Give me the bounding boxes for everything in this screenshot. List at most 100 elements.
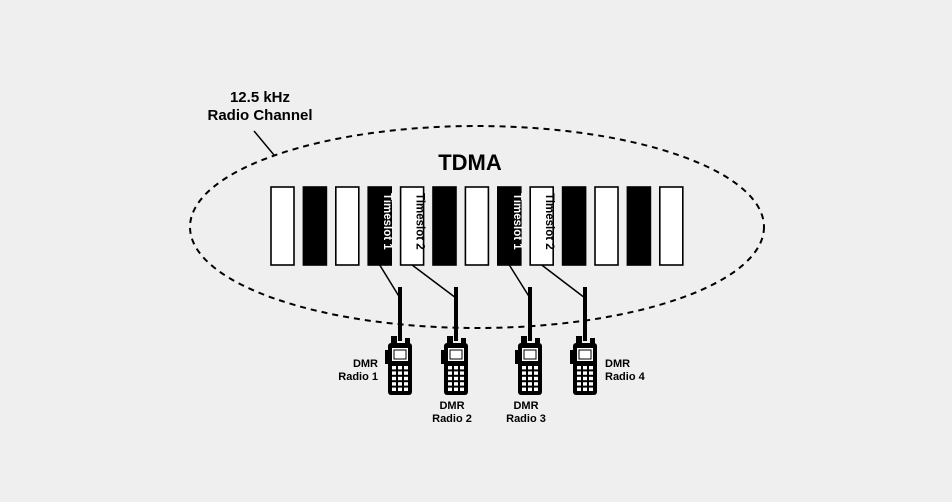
keypad-key: [577, 382, 581, 386]
keypad-key: [404, 376, 408, 381]
slot-link-1: [379, 264, 401, 299]
keypad-key: [589, 366, 593, 370]
keypad-key: [454, 376, 458, 381]
radio-channel-ellipse: [189, 125, 765, 329]
timeslot-3: [334, 186, 360, 266]
keypad-key: [522, 376, 526, 381]
keypad-key: [392, 387, 396, 391]
timeslot-label: Timeslot 2: [543, 193, 555, 250]
timeslot-links: [379, 264, 586, 299]
timeslot-10: [561, 186, 587, 266]
radio-label-line1: DMR: [439, 400, 464, 412]
keypad-key: [577, 387, 581, 391]
timeslot-frame: Timeslot 1 Timeslot 2 Timeslot 1 Timeslot 2: [270, 186, 684, 266]
timeslot-11: [594, 186, 619, 266]
antenna: [398, 287, 402, 341]
ptt-button: [570, 350, 573, 364]
radio-screen-frame: [523, 349, 537, 360]
dmr-radio-4: [570, 287, 597, 395]
keypad-key: [534, 371, 538, 375]
antenna: [454, 287, 458, 341]
radio-screen: [392, 348, 408, 361]
keypad-key: [448, 376, 452, 381]
timeslot-label: Timeslot 2: [414, 193, 426, 250]
keypad-key: [404, 382, 408, 386]
channel-label-line1: 12.5 kHz: [230, 89, 290, 106]
keypad-key: [577, 371, 581, 375]
channel-label-pointer: [253, 130, 275, 156]
timeslot-6: [432, 186, 457, 266]
knob: [391, 336, 397, 344]
radio-label-line1: DMR: [513, 400, 538, 412]
timeslot-1: [270, 186, 295, 266]
radio-label-line2: Radio 4: [605, 371, 646, 383]
channel-label-line2: Radio Channel: [207, 107, 312, 124]
ptt-button: [385, 350, 388, 364]
keypad-key: [534, 387, 538, 391]
radio-screen: [448, 348, 464, 361]
keypad-key: [448, 382, 452, 386]
keypad-key: [448, 371, 452, 375]
radio-label-line1: DMR: [353, 358, 378, 370]
dmr-radio-1: [385, 287, 412, 395]
knob: [405, 338, 410, 344]
keypad-key: [460, 382, 464, 386]
keypad-key: [448, 387, 452, 391]
timeslot-label: Timeslot 1: [511, 193, 523, 250]
keypad-key: [454, 382, 458, 386]
timeslot-13: [658, 186, 684, 266]
keypad-key: [528, 387, 532, 391]
keypad-key: [392, 366, 396, 370]
keypad-key: [460, 371, 464, 375]
keypad-key: [398, 376, 402, 381]
keypad-key: [398, 387, 402, 391]
timeslot-label: Timeslot 1: [381, 193, 393, 250]
keypad-key: [398, 382, 402, 386]
keypad-key: [448, 366, 452, 370]
keypad-key: [577, 366, 581, 370]
keypad-key: [404, 366, 408, 370]
slot-link-2: [411, 264, 457, 299]
knob: [521, 336, 527, 344]
keypad-key: [398, 366, 402, 370]
keypad-key: [454, 371, 458, 375]
knob: [447, 336, 453, 344]
keypad-key: [589, 376, 593, 381]
radio-label-line1: DMR: [605, 358, 630, 370]
knob: [461, 338, 466, 344]
keypad-key: [583, 371, 587, 375]
slot-link-3: [508, 264, 531, 299]
diagram-title: TDMA: [438, 150, 502, 175]
keypad-key: [454, 366, 458, 370]
keypad-key: [577, 376, 581, 381]
slot-link-4: [541, 264, 586, 299]
ptt-button: [515, 350, 518, 364]
keypad-key: [460, 376, 464, 381]
ptt-button: [441, 350, 444, 364]
keypad-key: [522, 387, 526, 391]
keypad-key: [522, 371, 526, 375]
dmr-radio-3: [515, 287, 542, 395]
keypad-key: [392, 371, 396, 375]
keypad-key: [534, 366, 538, 370]
keypad-key: [460, 387, 464, 391]
knob: [535, 338, 540, 344]
antenna: [583, 287, 587, 341]
keypad-key: [528, 366, 532, 370]
keypad-key: [589, 371, 593, 375]
keypad-key: [392, 382, 396, 386]
timeslot-2: [302, 186, 328, 266]
keypad-key: [583, 366, 587, 370]
keypad-key: [589, 382, 593, 386]
radio-screen-frame: [449, 349, 463, 360]
keypad-key: [454, 387, 458, 391]
knob: [576, 336, 582, 344]
keypad-key: [522, 382, 526, 386]
keypad-key: [589, 387, 593, 391]
radio-screen-frame: [578, 349, 592, 360]
keypad-key: [404, 371, 408, 375]
keypad-key: [460, 366, 464, 370]
